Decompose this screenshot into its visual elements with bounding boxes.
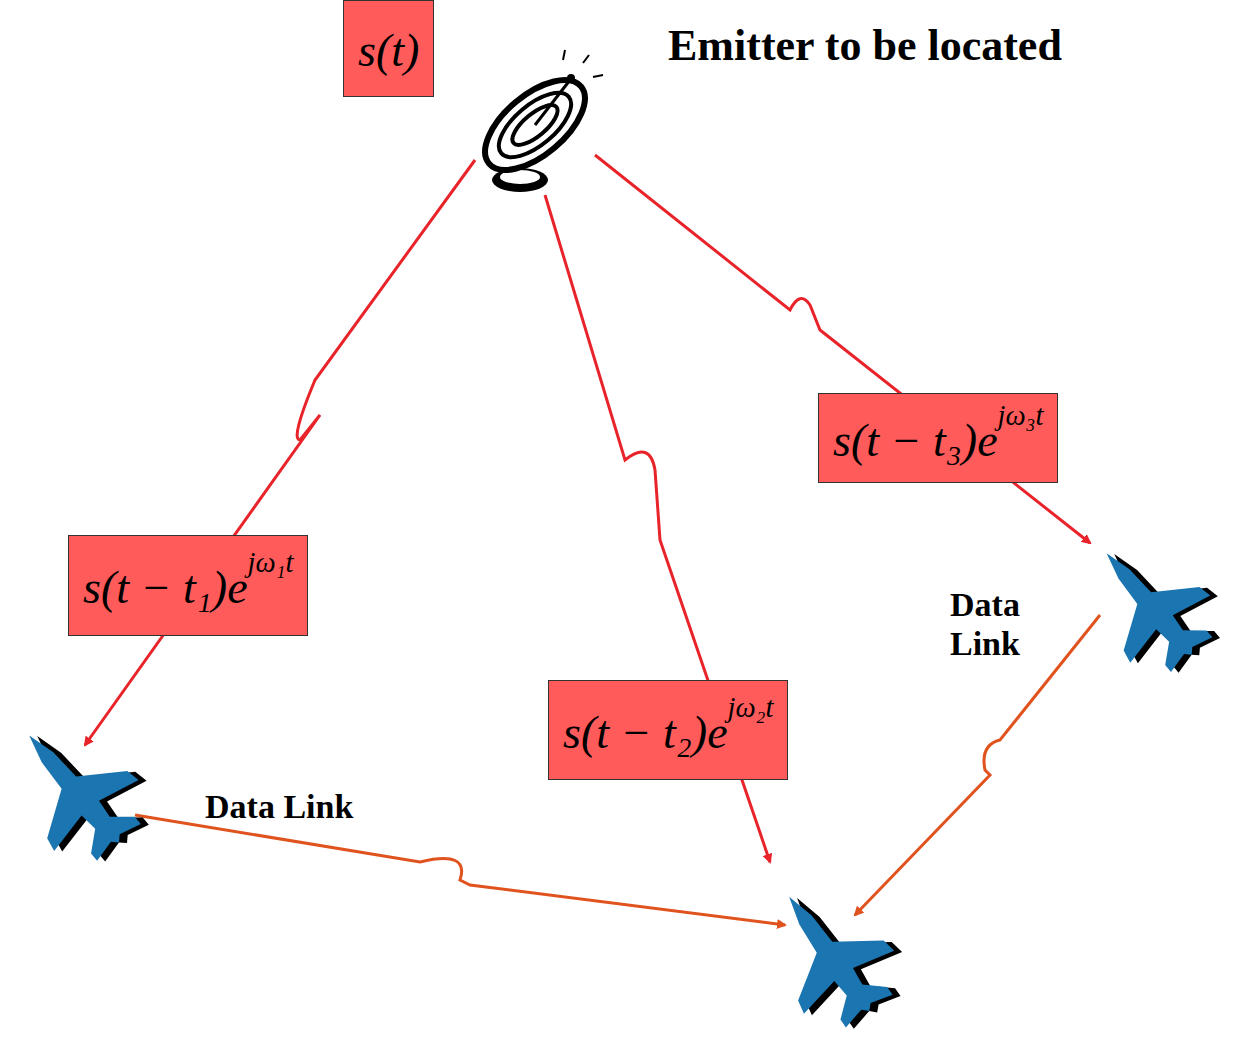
signal-expression: s(t − t₁)e: [83, 561, 248, 614]
data-link-label: Data Link: [950, 585, 1060, 663]
aircraft: [0, 696, 169, 882]
signal-path: [595, 155, 1090, 543]
signal-box: s(t): [343, 0, 434, 97]
exponent: jω₁t: [248, 547, 294, 579]
signal-box: s(t − t₂)ejω₂t: [548, 680, 788, 780]
emitter-dish: [470, 50, 603, 192]
emitter-label: Emitter to be located: [668, 20, 1062, 71]
data-link-label: Data Link: [205, 788, 353, 826]
aircraft: [1067, 516, 1240, 692]
signal-path: [85, 160, 475, 745]
signal-expression: s(t − t₂)e: [563, 706, 728, 759]
signal-box: s(t − t₃)ejω₃t: [818, 393, 1058, 483]
exponent: jω₂t: [728, 692, 774, 724]
aircraft: [744, 862, 922, 1040]
data-link-path: [135, 815, 785, 925]
signal-box: s(t − t₁)ejω₁t: [68, 535, 308, 636]
signal-expression: s(t − t₃)e: [833, 414, 998, 467]
signal-expression: s(t): [358, 24, 419, 77]
exponent: jω₃t: [998, 400, 1044, 432]
